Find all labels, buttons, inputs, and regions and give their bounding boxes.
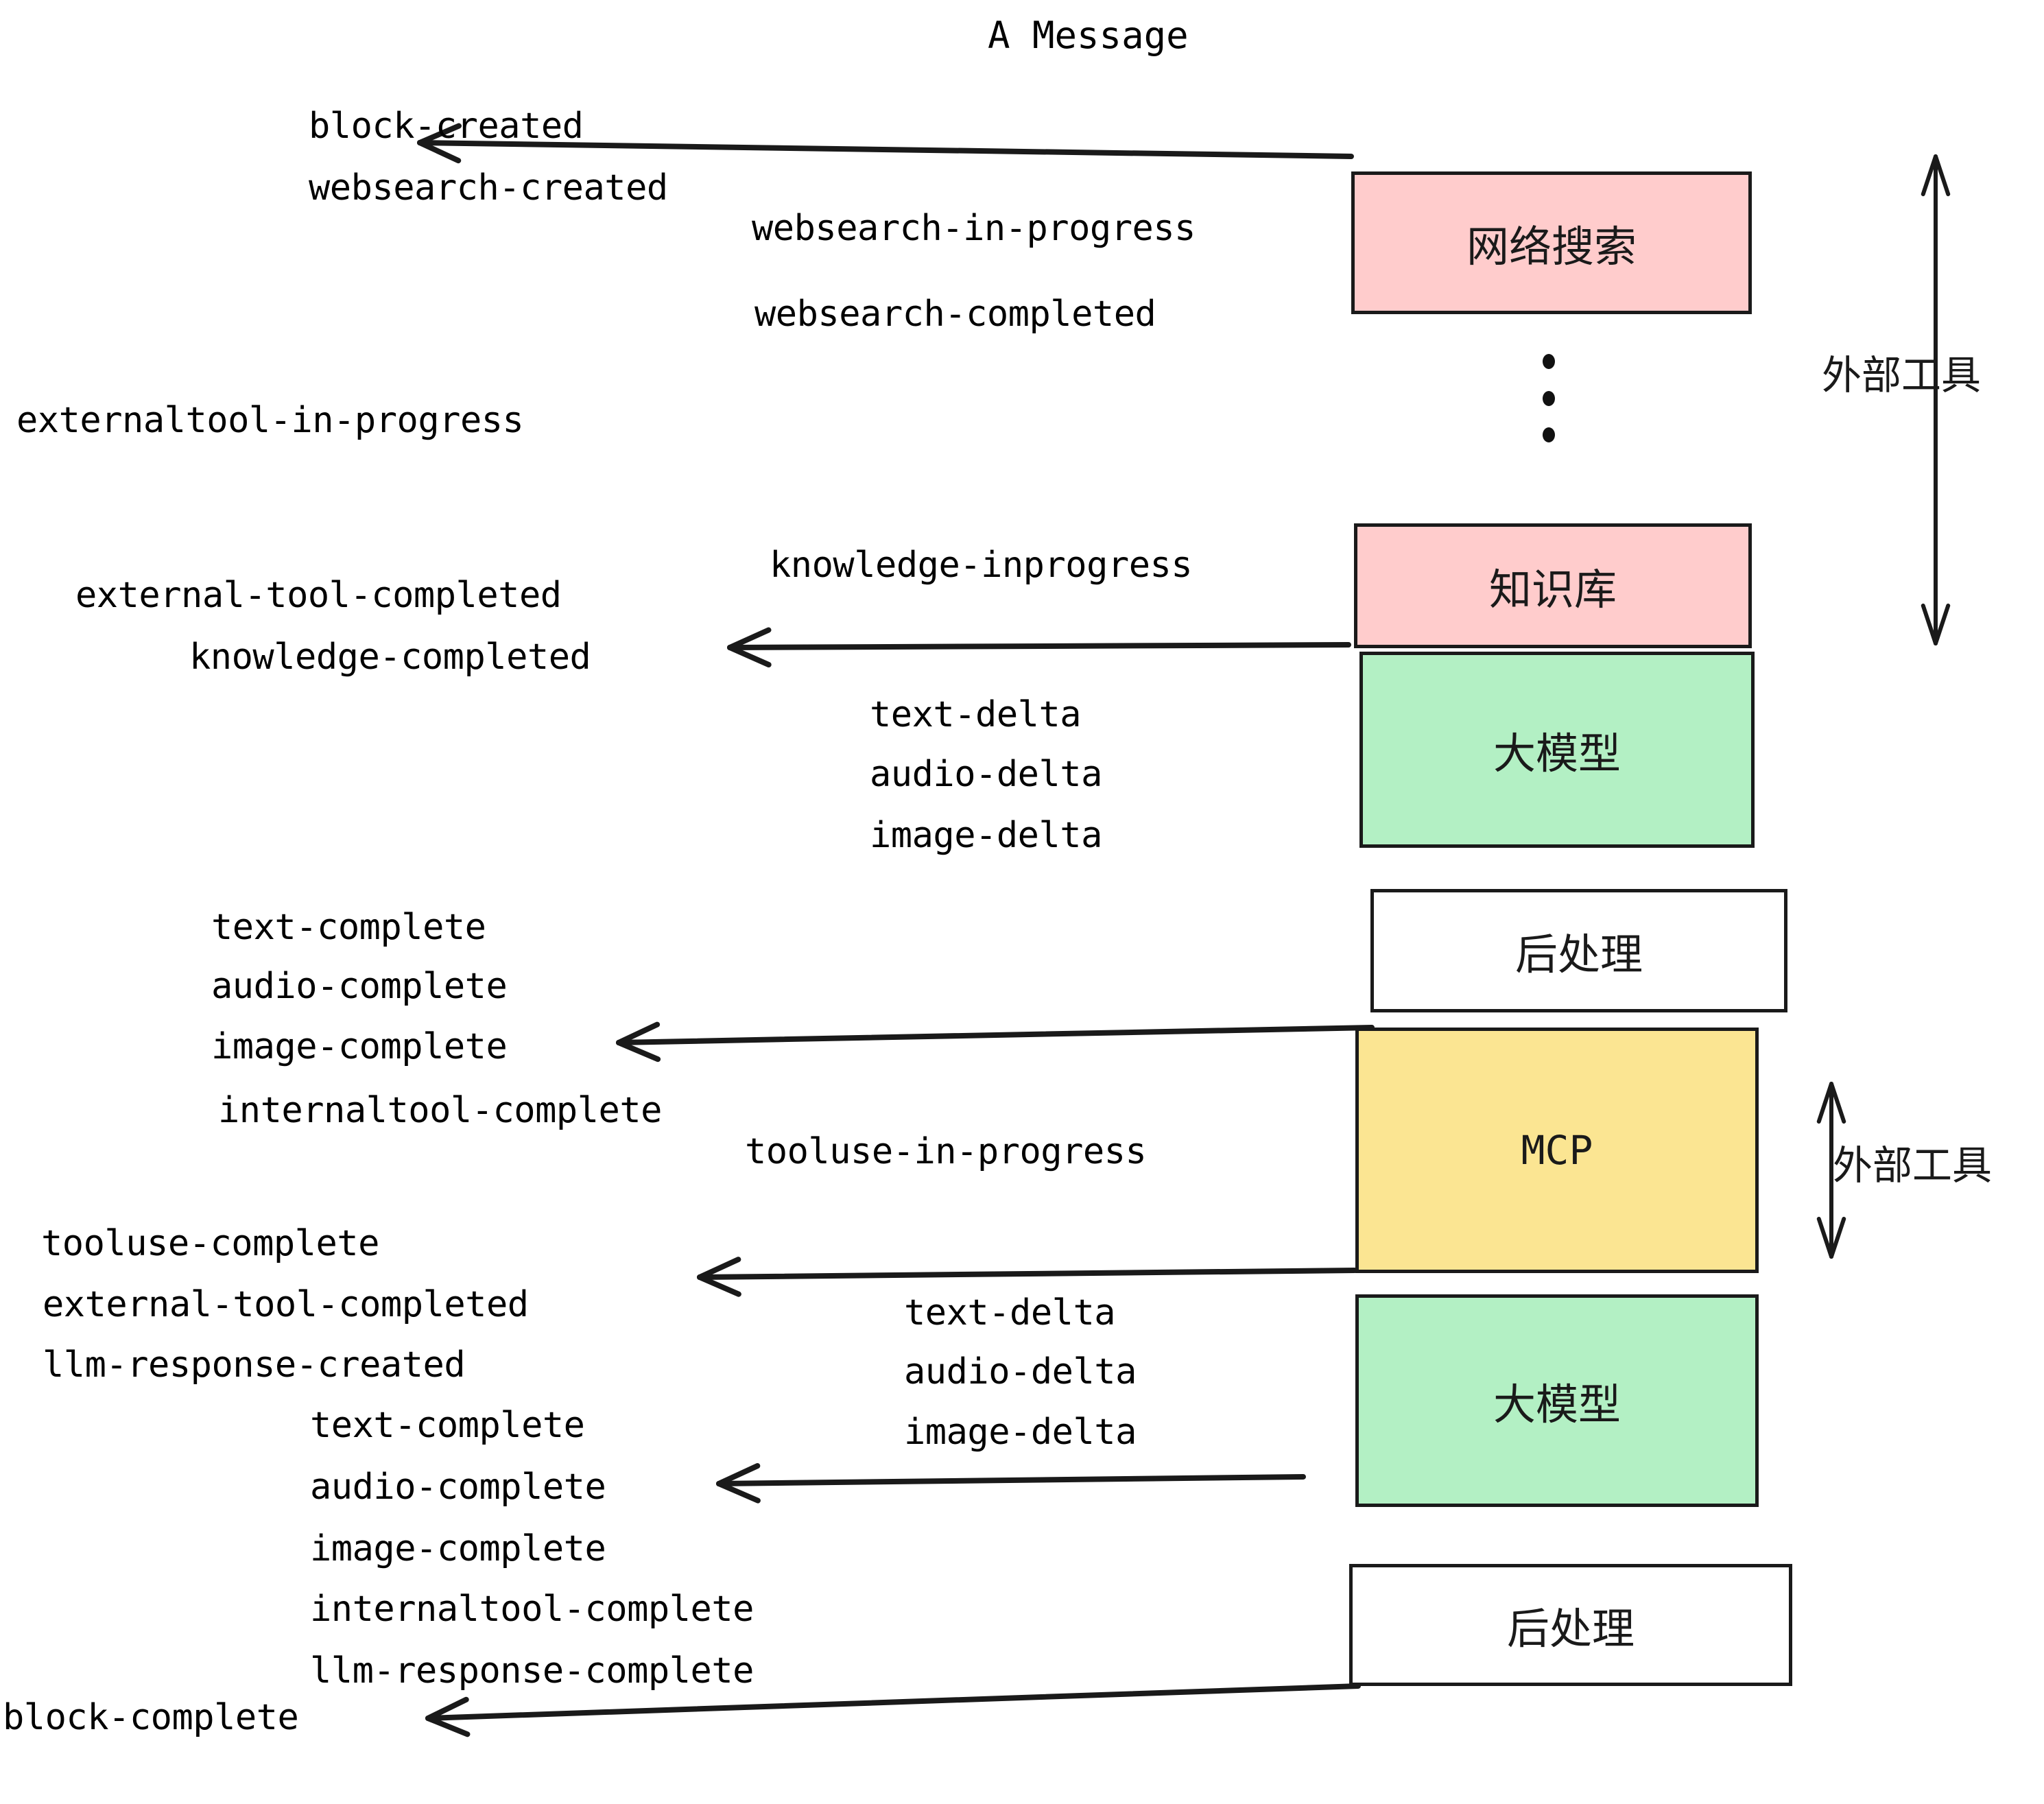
ellipsis-dot-3: [1543, 427, 1555, 442]
event-label-llm-response-complete: llm-response-complete: [310, 1650, 754, 1692]
node-label-llm-2: 大模型: [1493, 1379, 1621, 1429]
node-box-mcp: MCP: [1355, 1028, 1759, 1273]
arrow-block-complete: [425, 1683, 1361, 1737]
event-label-external-tool-completed-2: external-tool-completed: [43, 1284, 529, 1325]
node-box-postproc-2: 后处理: [1349, 1564, 1792, 1686]
event-label-block-created: block-created: [309, 106, 584, 147]
event-label-audio-complete-2: audio-complete: [310, 1467, 606, 1508]
event-label-text-complete-2: text-complete: [310, 1405, 585, 1446]
arrow-tooluse-complete: [697, 1257, 1357, 1297]
event-label-websearch-created: websearch-created: [309, 167, 668, 209]
event-label-audio-delta-2: audio-delta: [904, 1351, 1137, 1392]
side-label-external-tool-bottom: 外部工具: [1833, 1142, 1993, 1189]
node-label-postproc-2: 后处理: [1506, 1604, 1635, 1654]
arrow-knowledge-completed: [727, 627, 1351, 668]
node-box-llm-2: 大模型: [1355, 1294, 1759, 1507]
event-label-external-tool-completed-1: external-tool-completed: [75, 575, 562, 616]
event-label-text-delta-2: text-delta: [904, 1292, 1116, 1333]
ellipsis-dot-2: [1543, 391, 1555, 406]
event-label-knowledge-completed: knowledge-completed: [189, 637, 591, 678]
node-label-postproc-1: 后处理: [1514, 929, 1643, 980]
event-label-image-delta-2: image-delta: [904, 1412, 1137, 1453]
event-label-llm-response-created: llm-response-created: [43, 1344, 466, 1386]
arrow-audio-complete: [716, 1463, 1306, 1504]
event-label-image-delta-1: image-delta: [870, 815, 1102, 856]
node-label-mcp: MCP: [1521, 1127, 1593, 1174]
arrow-image-complete: [616, 1021, 1375, 1063]
node-label-knowledge: 知识库: [1488, 565, 1617, 615]
event-label-tooluse-in-progress: tooluse-in-progress: [745, 1131, 1147, 1172]
node-box-postproc-1: 后处理: [1370, 889, 1787, 1012]
event-label-websearch-in-progress: websearch-in-progress: [752, 208, 1196, 249]
event-label-image-complete-2: image-complete: [310, 1528, 606, 1569]
node-box-websearch: 网络搜索: [1351, 171, 1752, 314]
event-label-externaltool-in-progress: externaltool-in-progress: [16, 400, 524, 441]
event-label-internaltool-complete-1: internaltool-complete: [218, 1090, 662, 1131]
event-label-text-complete-1: text-complete: [211, 907, 486, 948]
page-title: A Message: [988, 14, 1189, 57]
event-label-block-complete: block-complete: [3, 1697, 299, 1738]
event-label-text-delta-1: text-delta: [870, 694, 1082, 735]
event-label-tooluse-complete: tooluse-complete: [41, 1223, 379, 1264]
node-label-websearch: 网络搜索: [1466, 222, 1637, 272]
event-label-audio-complete-1: audio-complete: [211, 966, 508, 1007]
node-box-llm-1: 大模型: [1359, 652, 1755, 848]
event-label-image-complete-1: image-complete: [211, 1026, 508, 1067]
scope-arrow-group: [1816, 154, 1951, 1259]
node-label-llm-1: 大模型: [1493, 728, 1621, 779]
node-box-knowledge: 知识库: [1354, 523, 1752, 648]
side-label-external-tool-top: 外部工具: [1822, 352, 1982, 399]
event-label-knowledge-inprogress: knowledge-inprogress: [770, 545, 1193, 586]
event-label-internaltool-complete-2: internaltool-complete: [310, 1589, 754, 1630]
ellipsis-dot-1: [1543, 354, 1555, 369]
event-label-audio-delta-1: audio-delta: [870, 754, 1102, 795]
event-label-websearch-completed: websearch-completed: [754, 294, 1156, 335]
